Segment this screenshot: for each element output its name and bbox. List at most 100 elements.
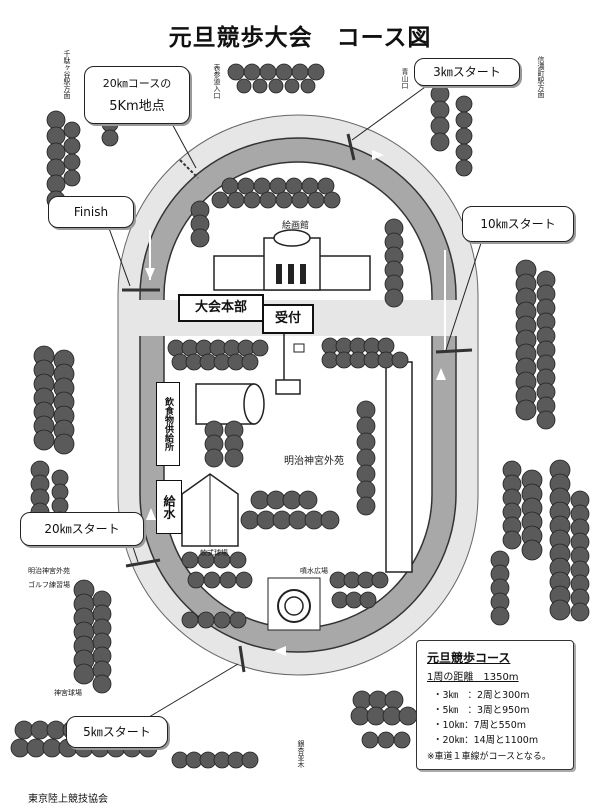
tree-icon [356, 416, 376, 436]
tree-icon [269, 177, 287, 195]
pointer-line [351, 81, 433, 141]
callout-10km-start: 10㎞スタート [462, 206, 574, 242]
tree-icon [455, 143, 473, 161]
tree-icon [288, 510, 308, 530]
point-marker-5km [179, 159, 199, 179]
tree-icon [430, 100, 450, 120]
tree-icon [502, 530, 522, 550]
tree-icon [241, 751, 259, 769]
tree-icon [241, 353, 259, 371]
tree-icon [307, 63, 325, 81]
drinks-stand-box: 飲食物供給所 [156, 382, 180, 466]
label-left-bottom: 神宮球場 [54, 689, 82, 697]
tree-icon [266, 490, 286, 510]
tree-icon [63, 121, 81, 139]
tree-icon [317, 177, 335, 195]
tree-icon [272, 510, 292, 530]
callout-3km-start: 3㎞スタート [414, 58, 520, 86]
tree-icon [30, 720, 50, 740]
tree-icon [251, 339, 269, 357]
arrow-icon [146, 508, 156, 520]
tree-icon [320, 510, 340, 530]
tree-icon [521, 539, 543, 561]
legend-item: ・5㎞ ：3周と950m [433, 705, 530, 716]
tree-icon [259, 191, 277, 209]
tree-icon [213, 611, 231, 629]
tree-icon [46, 110, 66, 130]
tree-icon [515, 399, 537, 421]
tree-icon [256, 510, 276, 530]
arrow-icon [372, 150, 384, 160]
tree-icon [285, 177, 303, 195]
tree-icon [46, 126, 66, 146]
label-top-left-gate: 千駄ヶ谷駅方面 [63, 50, 71, 99]
start-marker-20km [125, 558, 161, 568]
tree-icon [282, 490, 302, 510]
tree-icon [221, 177, 239, 195]
page-title: 元旦競歩大会 コース図 [168, 25, 432, 51]
legend-item: ・20㎞：14周と1100m [433, 735, 539, 746]
legend-note: ※車道１車線がコースとなる。 [427, 752, 551, 762]
tree-icon [275, 191, 293, 209]
arrow-icon [436, 368, 446, 380]
tree-icon [307, 191, 325, 209]
tree-icon [227, 63, 245, 81]
tree-icon [377, 731, 395, 749]
tree-icon [190, 228, 210, 248]
start-marker-3km [346, 133, 356, 161]
tree-icon [430, 132, 450, 152]
tree-icon [275, 63, 293, 81]
tree-icon [227, 191, 245, 209]
tree-icon [291, 63, 309, 81]
tank [195, 383, 265, 425]
tree-icon [393, 731, 411, 749]
tree-icon [323, 191, 341, 209]
callout-20km-start: 20㎞スタート [20, 512, 144, 546]
legend-item: ・10㎞：7周と550m [433, 720, 527, 731]
tree-icon [455, 95, 473, 113]
hq-box: 大会本部 [178, 294, 264, 322]
tree-icon [235, 571, 253, 589]
tree-icon [430, 84, 450, 104]
trees [10, 63, 590, 769]
callout-5km-start: 5㎞スタート [66, 716, 168, 748]
tree-icon [243, 191, 261, 209]
course-legend: 元旦競歩コース 1周の距離 1350m ・3㎞ ：2周と300m ・5㎞ ：3周… [416, 640, 574, 770]
tree-icon [252, 78, 268, 94]
label-top-right: 信濃町駅方面 [537, 56, 545, 98]
tree-icon [46, 158, 66, 178]
label-lower-center: 軟式球場 [200, 549, 228, 557]
tree-icon [356, 480, 376, 500]
water-box: 給水 [156, 480, 182, 534]
tree-icon [224, 448, 244, 468]
tree-icon [350, 706, 370, 726]
tree-icon [181, 611, 199, 629]
tree-icon [259, 63, 277, 81]
tree-icon [368, 690, 388, 710]
tree-icon [219, 571, 237, 589]
reception-box: 受付 [262, 304, 314, 334]
tree-icon [356, 400, 376, 420]
tree-icon [356, 496, 376, 516]
stand-building [385, 361, 413, 573]
tree-icon [268, 78, 284, 94]
tree-icon [301, 177, 319, 195]
label-park: 明治神宮外苑 [284, 456, 344, 467]
tree-icon [352, 690, 372, 710]
monument [275, 330, 305, 395]
tree-icon [384, 288, 404, 308]
legend-item: ・3㎞ ：2周と300m [433, 690, 530, 701]
tree-icon [240, 510, 260, 530]
label-top-mid: 表参道入口 [213, 64, 221, 99]
tree-icon [284, 78, 300, 94]
legend-title: 元旦競歩コース [427, 651, 511, 665]
tree-icon [382, 706, 402, 726]
tree-icon [356, 464, 376, 484]
pointer-line [169, 119, 197, 169]
tree-icon [490, 606, 510, 626]
tree-icon [187, 571, 205, 589]
pointer-line [105, 219, 131, 287]
tree-icon [455, 111, 473, 129]
tree-icon [33, 429, 55, 451]
